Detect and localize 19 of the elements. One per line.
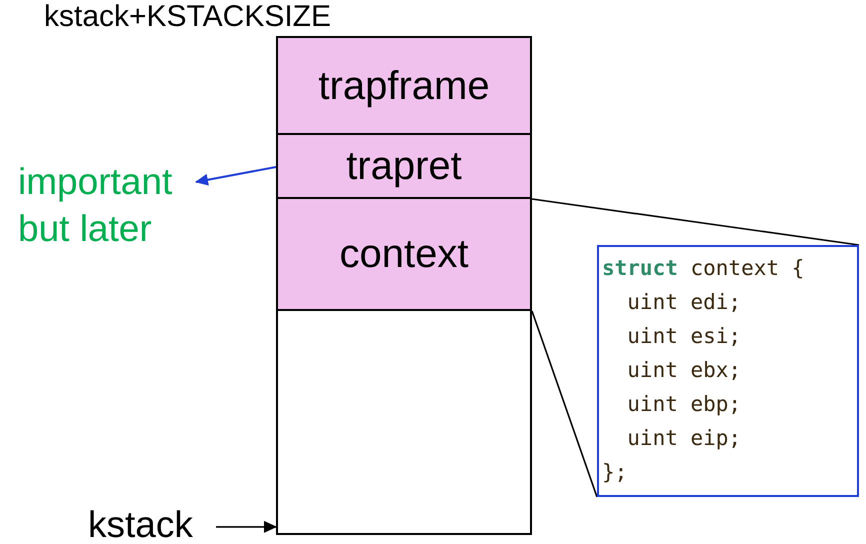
- arrow: [216, 520, 277, 533]
- stack-frame-box: context: [276, 199, 532, 311]
- zoom-line: [531, 310, 598, 498]
- code-line: uint ebp;: [626, 391, 742, 418]
- arrow: [195, 166, 276, 186]
- code-line: uint eip;: [626, 425, 742, 452]
- code-line: struct context {: [602, 255, 804, 282]
- code-line: uint edi;: [626, 289, 742, 316]
- address-label: kstack+KSTACKSIZE: [44, 0, 332, 34]
- pointer-label: kstack: [88, 506, 216, 544]
- stack-frame-box: trapret: [276, 135, 532, 199]
- code-box: [597, 245, 859, 497]
- code-line: uint esi;: [626, 323, 742, 350]
- stack-region-box: [276, 311, 532, 535]
- stack-frame-box: trapframe: [276, 36, 532, 135]
- code-line: uint ebx;: [626, 357, 742, 384]
- code-line: };: [602, 459, 628, 486]
- zoom-line: [532, 198, 860, 246]
- annotation-text: important but later: [18, 158, 196, 258]
